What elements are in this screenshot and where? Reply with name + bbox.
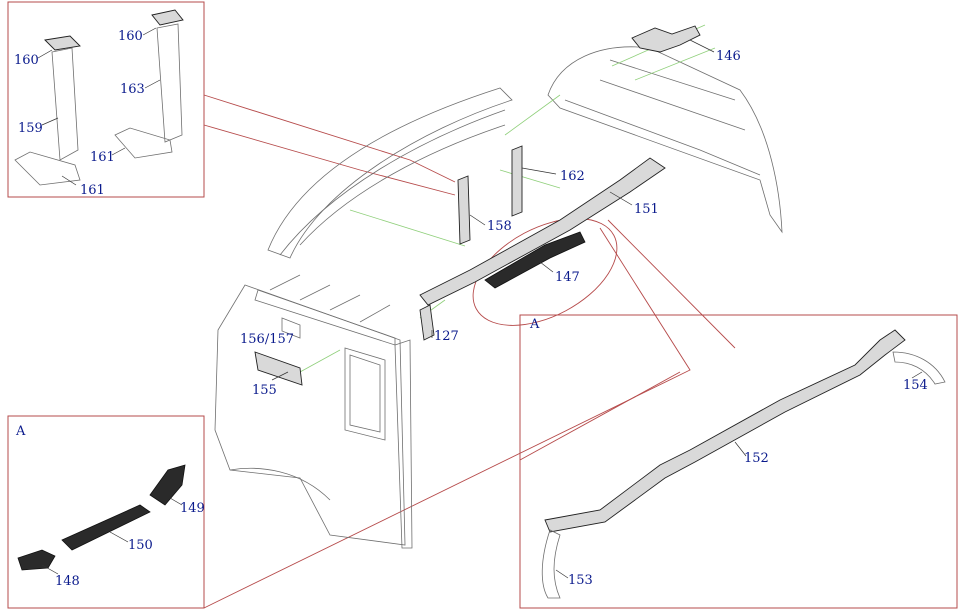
detail-a-title: A	[15, 424, 26, 439]
callout-161-upper: 161	[90, 150, 115, 165]
callout-153: 153	[568, 573, 593, 588]
callout-151: 151	[634, 202, 659, 217]
connector-top-left-inset	[203, 94, 456, 183]
cab-body	[214, 87, 513, 549]
inset-frame-top-left	[7, 1, 205, 198]
callout-158: 158	[487, 219, 512, 234]
part-158-pillar	[457, 175, 471, 245]
callout-149: 149	[180, 501, 205, 516]
inset-frame-detail-a	[7, 415, 205, 609]
part-147-crossmember	[484, 231, 586, 289]
callout-150: 150	[128, 538, 153, 553]
connector-detail-a	[203, 227, 691, 609]
callout-152: 152	[744, 451, 769, 466]
connector-bottom-right-inset-2	[607, 219, 736, 349]
part-151-roof-rail	[419, 157, 666, 306]
detail-a-reference: A	[529, 317, 540, 332]
inset-bottom-right-parts	[541, 329, 946, 599]
callout-155: 155	[252, 383, 277, 398]
part-155-panel	[254, 351, 303, 386]
inset-detail-a-parts	[17, 464, 186, 575]
callout-163: 163	[120, 82, 145, 97]
callout-160-left: 160	[14, 53, 39, 68]
callout-148: 148	[55, 574, 80, 589]
callout-159: 159	[18, 121, 43, 136]
callout-146: 146	[716, 49, 741, 64]
connector-top-left-inset-2	[203, 124, 456, 196]
detail-a-highlight-ellipse	[472, 218, 618, 326]
callout-161-lower: 161	[80, 183, 105, 198]
callout-147: 147	[555, 270, 580, 285]
part-156-157-bracket	[281, 317, 301, 339]
part-162-pillar	[511, 145, 523, 217]
connector-bottom-right-inset	[519, 371, 681, 461]
rear-panel	[547, 46, 783, 234]
part-127-bracket	[419, 304, 435, 341]
callout-156-157: 156/157	[240, 332, 294, 347]
callout-154: 154	[903, 378, 928, 393]
callout-160-right: 160	[118, 29, 143, 44]
part-146-bracket	[631, 25, 701, 53]
inset-top-left-parts	[14, 9, 184, 186]
callout-162: 162	[560, 169, 585, 184]
assembly-guide-lines	[299, 24, 716, 373]
callout-127: 127	[434, 329, 459, 344]
inset-frame-bottom-right	[519, 314, 958, 609]
